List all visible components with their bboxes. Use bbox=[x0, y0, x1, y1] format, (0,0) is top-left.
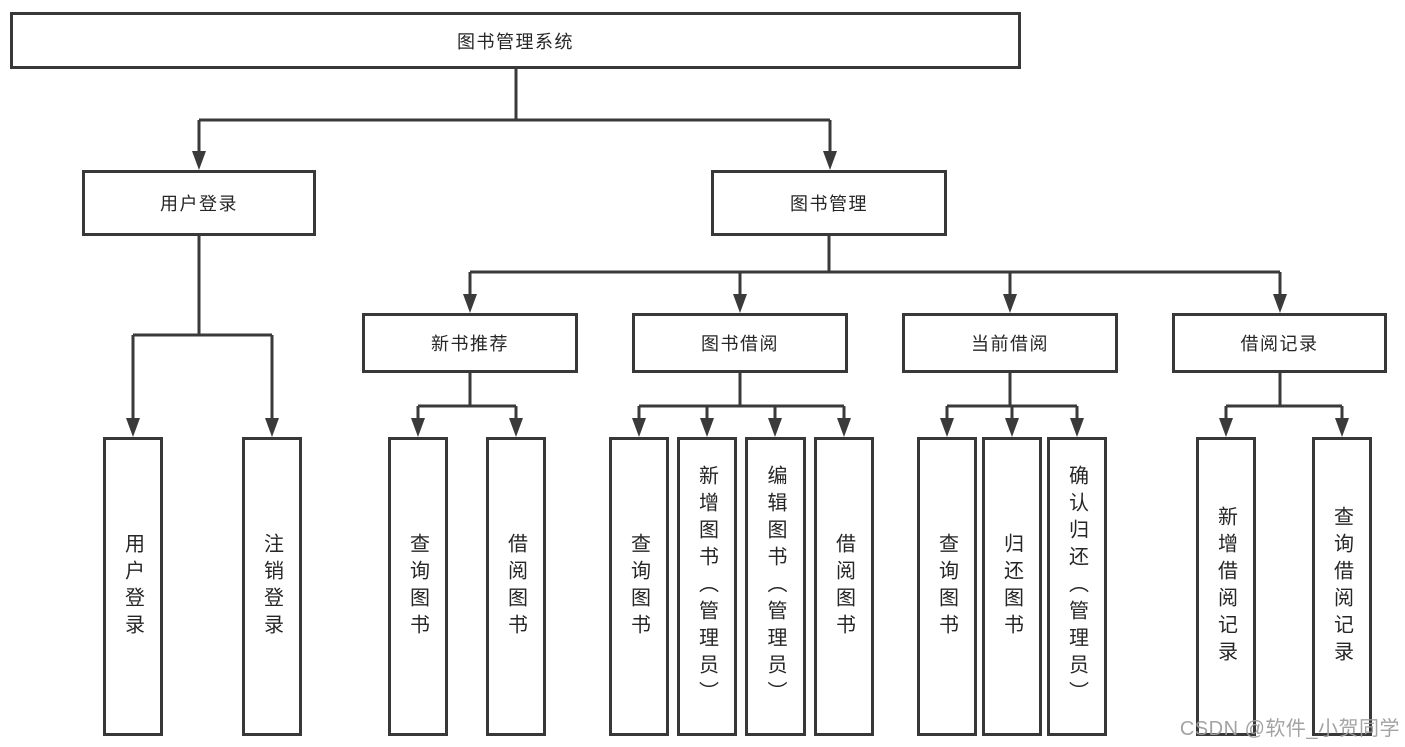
leaf-borrowing-add-books-admin: 新增图书（管理员） bbox=[677, 437, 737, 736]
leaf-borrowing-edit-books-admin-label: 编辑图书（管理员） bbox=[764, 465, 786, 708]
leaf-records-add-record-label: 新增借阅记录 bbox=[1214, 505, 1237, 668]
leaf-recommend-borrow-books-label: 借阅图书 bbox=[504, 532, 527, 641]
node-book-management: 图书管理 bbox=[711, 170, 947, 236]
leaf-logout: 注销登录 bbox=[242, 437, 302, 736]
watermark: CSDN @软件_小贺同学 bbox=[1179, 718, 1400, 740]
node-root: 图书管理系统 bbox=[10, 12, 1021, 69]
node-new-book-recommend-label: 新书推荐 bbox=[431, 334, 509, 354]
leaf-borrowing-query-books-label: 查询图书 bbox=[627, 532, 650, 641]
leaf-records-add-record: 新增借阅记录 bbox=[1196, 437, 1256, 736]
node-user-login-label: 用户登录 bbox=[160, 194, 238, 214]
leaf-recommend-query-books-label: 查询图书 bbox=[406, 532, 429, 641]
node-book-management-label: 图书管理 bbox=[790, 194, 868, 214]
node-borrowing-records: 借阅记录 bbox=[1172, 313, 1387, 373]
leaf-records-query-record-label: 查询借阅记录 bbox=[1330, 505, 1353, 668]
leaf-current-confirm-return-admin-label: 确认归还（管理员） bbox=[1065, 465, 1088, 708]
node-new-book-recommend: 新书推荐 bbox=[362, 313, 578, 373]
connector-path bbox=[131, 68, 1344, 420]
leaf-borrowing-add-books-admin-label: 新增图书（管理员） bbox=[695, 465, 718, 708]
node-user-login: 用户登录 bbox=[82, 170, 316, 236]
leaf-user-login: 用户登录 bbox=[103, 437, 163, 736]
leaf-current-return-books: 归还图书 bbox=[982, 437, 1042, 736]
node-root-label: 图书管理系统 bbox=[457, 31, 574, 52]
leaf-recommend-borrow-books: 借阅图书 bbox=[486, 437, 546, 736]
node-current-borrowing-label: 当前借阅 bbox=[971, 334, 1049, 354]
leaf-records-query-record: 查询借阅记录 bbox=[1312, 437, 1372, 736]
leaf-current-query-books: 查询图书 bbox=[917, 437, 977, 736]
leaf-borrowing-query-books: 查询图书 bbox=[609, 437, 669, 736]
arrowheads bbox=[126, 151, 1349, 437]
node-book-borrowing-label: 图书借阅 bbox=[701, 334, 779, 354]
leaf-user-login-label: 用户登录 bbox=[121, 532, 144, 641]
leaf-recommend-query-books: 查询图书 bbox=[388, 437, 448, 736]
leaf-borrowing-borrow-books-label: 借阅图书 bbox=[832, 532, 855, 641]
node-book-borrowing: 图书借阅 bbox=[632, 313, 848, 373]
node-borrowing-records-label: 借阅记录 bbox=[1240, 334, 1319, 354]
leaf-logout-label: 注销登录 bbox=[260, 532, 283, 641]
node-current-borrowing: 当前借阅 bbox=[902, 313, 1118, 373]
leaf-current-return-books-label: 归还图书 bbox=[1000, 532, 1023, 641]
leaf-borrowing-borrow-books: 借阅图书 bbox=[814, 437, 874, 736]
leaf-current-confirm-return-admin: 确认归还（管理员） bbox=[1047, 437, 1107, 736]
leaf-current-query-books-label: 查询图书 bbox=[935, 532, 958, 641]
leaf-borrowing-edit-books-admin: 编辑图书（管理员） bbox=[745, 437, 806, 736]
